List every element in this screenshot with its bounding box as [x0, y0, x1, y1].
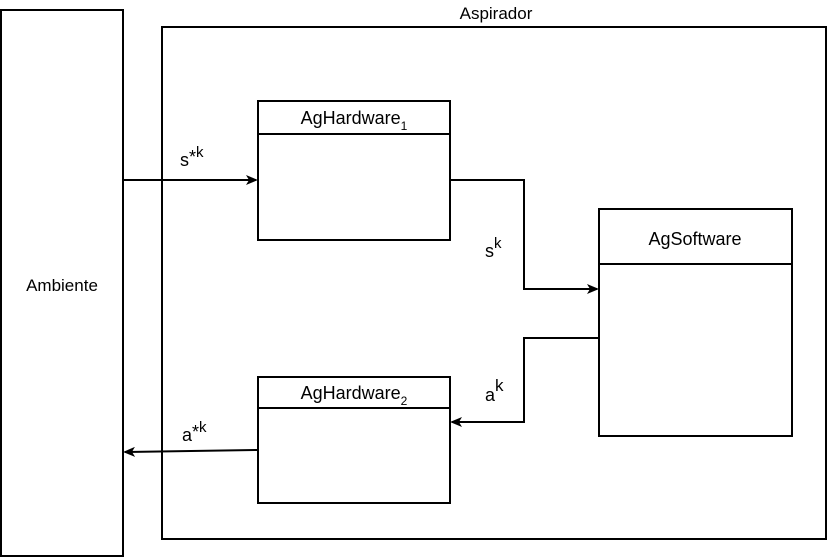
ambiente-block: Ambiente — [0, 9, 124, 557]
signal-s-star-k: s*k — [180, 144, 204, 170]
aghardware1-subscript: 1 — [401, 119, 408, 133]
signal-a-sup: k — [495, 376, 504, 395]
aghardware2-subscript: 2 — [401, 394, 408, 408]
aghardware2-title: AgHardware2 — [301, 383, 408, 408]
signal-s-base: s — [485, 241, 494, 261]
agsoftware-title: AgSoftware — [648, 229, 741, 249]
arrow-agsoftware-to-aghardware2 — [450, 337, 599, 427]
aghardware1-name: AgHardware — [301, 108, 401, 128]
aspirador-container: Aspirador — [161, 4, 827, 540]
signal-s-k: sk — [485, 235, 502, 261]
arrow-aghardware1-to-agsoftware — [450, 179, 599, 294]
signal-s-star-base: s — [180, 150, 189, 170]
signal-a-star-base: a — [182, 425, 193, 445]
signal-s-star-sup: k — [196, 144, 204, 161]
connectors — [123, 175, 599, 457]
signal-s-star-mid: * — [189, 147, 196, 167]
aghardware1-title: AgHardware1 — [301, 108, 408, 133]
signal-s-sup: k — [494, 235, 502, 252]
agsoftware-block: AgSoftware — [598, 208, 793, 437]
signal-a-star-mid: * — [192, 422, 199, 442]
aghardware2-block: AgHardware2 — [257, 376, 451, 504]
signal-a-base: a — [485, 385, 496, 405]
signal-a-star-sup: k — [199, 419, 207, 436]
arrow-aghardware2-to-ambiente — [123, 446, 259, 457]
aghardware1-block: AgHardware1 — [257, 100, 451, 241]
aspirador-title: Aspirador — [460, 4, 533, 23]
ambiente-label: Ambiente — [26, 276, 98, 295]
signal-a-star-k: a*k — [182, 419, 207, 445]
signal-a-k: ak — [485, 376, 504, 405]
aghardware2-name: AgHardware — [301, 383, 401, 403]
